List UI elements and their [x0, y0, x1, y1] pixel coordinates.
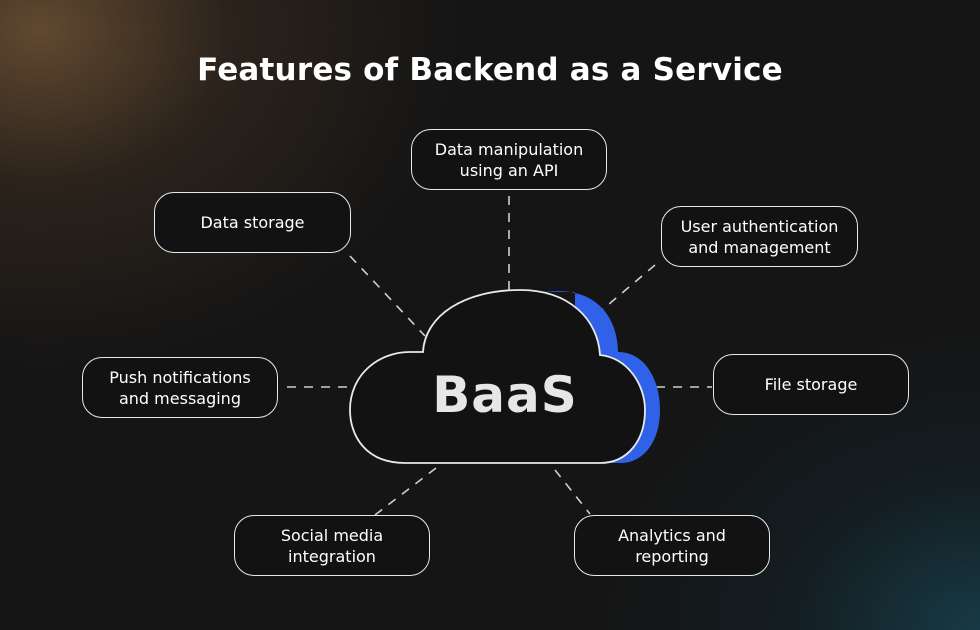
feature-social-media: Social media integration: [234, 515, 430, 576]
diagram-title: Features of Backend as a Service: [197, 52, 783, 88]
feature-push-notifications: Push notifications and messaging: [82, 357, 278, 418]
feature-file-storage: File storage: [713, 354, 909, 415]
center-label-baas: BaaS: [432, 366, 578, 424]
feature-analytics: Analytics and reporting: [574, 515, 770, 576]
connector-data-storage: [349, 255, 426, 337]
feature-data-storage: Data storage: [154, 192, 351, 253]
feature-data-manipulation: Data manipulation using an API: [411, 129, 607, 190]
connector-analytics: [554, 469, 591, 515]
cloud-shape: [349, 289, 646, 464]
feature-user-authentication: User authentication and management: [661, 206, 858, 267]
connector-user-authentication: [601, 264, 656, 311]
connector-social-media: [374, 467, 437, 516]
